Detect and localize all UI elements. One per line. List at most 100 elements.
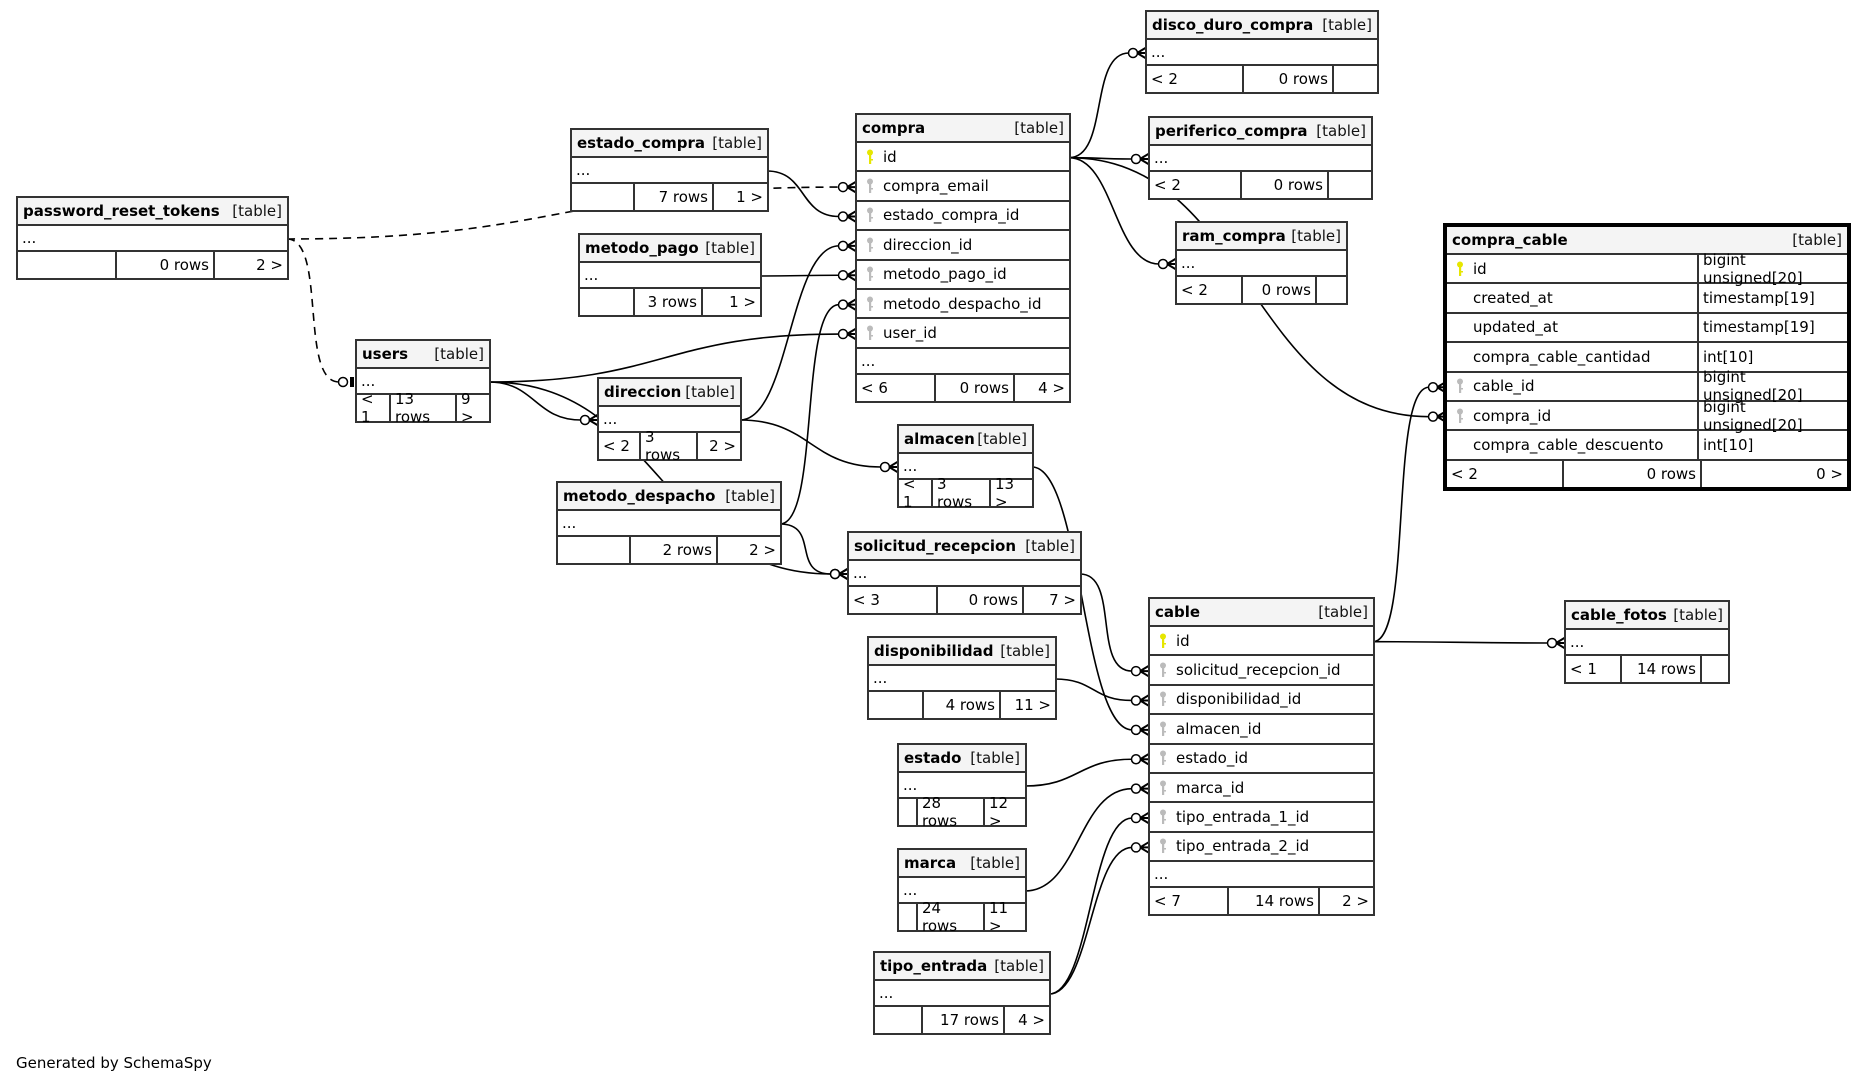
table-header[interactable]: ram_compra[table] [1177,223,1346,251]
child-count-link[interactable] [1702,656,1728,682]
child-count-link[interactable] [1317,277,1346,303]
child-count-link[interactable]: 2 > [256,256,283,274]
table-header[interactable]: direccion[table] [599,379,740,407]
column-row[interactable]: almacen_id [1150,715,1373,745]
table-header[interactable]: disco_duro_compra[table] [1147,12,1377,40]
more-columns-ellipsis[interactable]: ... [869,666,1055,692]
parent-count-link[interactable]: < 1 [357,390,391,426]
more-columns-ellipsis[interactable]: ... [558,511,780,537]
table-header[interactable]: periferico_compra[table] [1150,118,1371,146]
more-columns-ellipsis[interactable]: ... [899,878,1025,904]
table-header[interactable]: almacen[table] [899,426,1032,454]
parent-count-link[interactable]: < 7 [1150,888,1229,915]
column-row[interactable]: compra_email [857,172,1069,202]
parent-count-link[interactable]: < 3 [849,587,938,613]
child-count-link[interactable]: 4 > [1018,1011,1045,1029]
parent-count-link[interactable]: < 2 [1447,460,1564,487]
child-count-link[interactable]: 1 > [729,293,756,311]
column-row[interactable]: id [1150,627,1373,657]
child-count-link[interactable]: 4 > [1038,378,1065,397]
child-count-link[interactable]: 1 > [736,188,763,206]
column-row[interactable]: metodo_despacho_id [857,290,1069,320]
child-count-link[interactable]: 11 > [989,899,1009,935]
more-columns-ellipsis[interactable]: ... [1150,862,1373,889]
parent-count-link[interactable]: < 6 [857,374,936,401]
column-row[interactable]: solicitud_recepcion_id [1150,656,1373,686]
child-count-link[interactable]: 7 > [1049,591,1076,609]
more-columns-ellipsis[interactable]: ... [1177,251,1346,277]
column-row[interactable]: user_id [857,319,1069,349]
more-columns-ellipsis[interactable]: ... [357,369,489,395]
more-columns-ellipsis[interactable]: ... [849,561,1080,587]
column-row[interactable]: id [857,143,1069,173]
table-header[interactable]: cable[table] [1150,599,1373,627]
column-row[interactable]: marca_id [1150,774,1373,804]
column-row[interactable]: tipo_entrada_1_id [1150,803,1373,833]
child-count-link[interactable]: 12 > [989,794,1009,830]
table-header[interactable]: users[table] [357,341,489,369]
parent-count-link[interactable]: < 2 [1147,66,1244,92]
table-header[interactable]: estado_compra[table] [572,130,767,158]
more-columns-ellipsis[interactable]: ... [899,773,1025,799]
column-row[interactable]: direccion_id [857,231,1069,261]
parent-count-link[interactable]: < 1 [899,475,933,511]
table-header[interactable]: metodo_pago[table] [580,235,760,263]
more-columns-ellipsis[interactable]: ... [1566,630,1728,656]
child-count-link[interactable]: 11 > [1014,696,1051,714]
parent-count-link[interactable] [558,537,631,563]
more-columns-ellipsis[interactable]: ... [857,349,1069,375]
column-row[interactable]: estado_id [1150,745,1373,774]
child-count-link[interactable]: 2 > [1342,892,1369,911]
parent-count-link[interactable]: < 1 [1566,656,1622,682]
parent-count-link[interactable] [899,904,918,930]
child-count-link[interactable]: 2 > [749,541,776,559]
table-header[interactable]: disponibilidad[table] [869,638,1055,666]
parent-count-link[interactable] [18,252,117,278]
more-columns-ellipsis[interactable]: ... [580,263,760,289]
more-columns-ellipsis[interactable]: ... [1147,40,1377,66]
parent-count-link[interactable] [875,1007,923,1033]
child-count-link[interactable]: 2 > [709,437,736,455]
parent-count-link[interactable] [572,184,635,210]
table-header[interactable]: estado[table] [899,745,1025,773]
table-header[interactable]: tipo_entrada[table] [875,953,1049,981]
more-columns-ellipsis[interactable]: ... [899,454,1032,480]
table-header[interactable]: solicitud_recepcion[table] [849,533,1080,561]
parent-count-link[interactable]: < 2 [1150,172,1242,198]
table-header[interactable]: cable_fotos[table] [1566,602,1728,630]
column-row[interactable]: metodo_pago_id [857,261,1069,290]
more-columns-ellipsis[interactable]: ... [18,226,287,252]
column-row[interactable]: estado_compra_id [857,202,1069,232]
parent-count-link[interactable] [899,799,918,825]
table-header[interactable]: password_reset_tokens[table] [18,198,287,226]
column-row[interactable]: disponibilidad_id [1150,686,1373,716]
column-row[interactable]: tipo_entrada_2_id [1150,833,1373,863]
child-count-link[interactable]: 0 > [1816,464,1843,483]
table-header[interactable]: compra[table] [857,115,1069,143]
parent-count-link[interactable] [580,289,635,315]
parent-count-link[interactable]: < 2 [1177,277,1243,303]
child-count-link[interactable]: 13 > [995,475,1015,511]
parent-count-link[interactable]: < 2 [599,433,641,459]
more-columns-ellipsis[interactable]: ... [875,981,1049,1007]
